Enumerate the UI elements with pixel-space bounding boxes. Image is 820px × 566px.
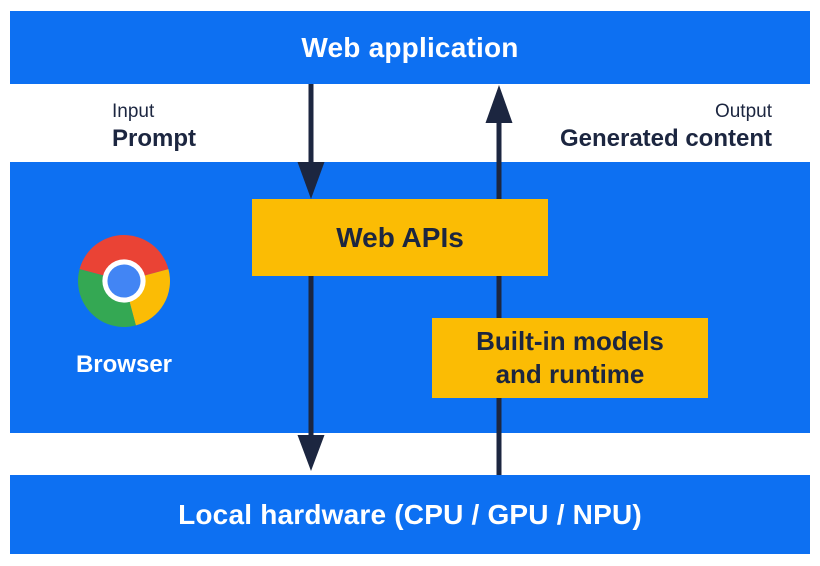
web-apis-label: Web APIs [336, 221, 464, 253]
web-application-bar: Web application [10, 11, 810, 84]
input-title: Input [112, 101, 155, 122]
output-value: Generated content [559, 125, 772, 152]
down-arrowhead-bottom [297, 435, 325, 471]
local-hardware-label: Local hardware (CPU / GPU / NPU) [178, 498, 642, 530]
browser-label: Browser [75, 351, 173, 378]
browser-logo-group: Browser [68, 235, 180, 379]
output-title: Output [714, 101, 772, 122]
up-arrowhead [485, 85, 513, 123]
input-value: Prompt [112, 125, 196, 152]
models-label-line2: and runtime [495, 359, 645, 389]
output-label-group: Output Generated content [560, 99, 772, 154]
models-label-line1: Built-in models [476, 326, 664, 356]
built-in-models-box: Built-in models and runtime [432, 318, 708, 398]
chrome-logo-icon [78, 235, 170, 327]
input-label-group: Input Prompt [112, 99, 196, 154]
local-hardware-bar: Local hardware (CPU / GPU / NPU) [10, 475, 810, 554]
web-apis-box: Web APIs [252, 199, 548, 276]
web-application-label: Web application [301, 31, 519, 63]
